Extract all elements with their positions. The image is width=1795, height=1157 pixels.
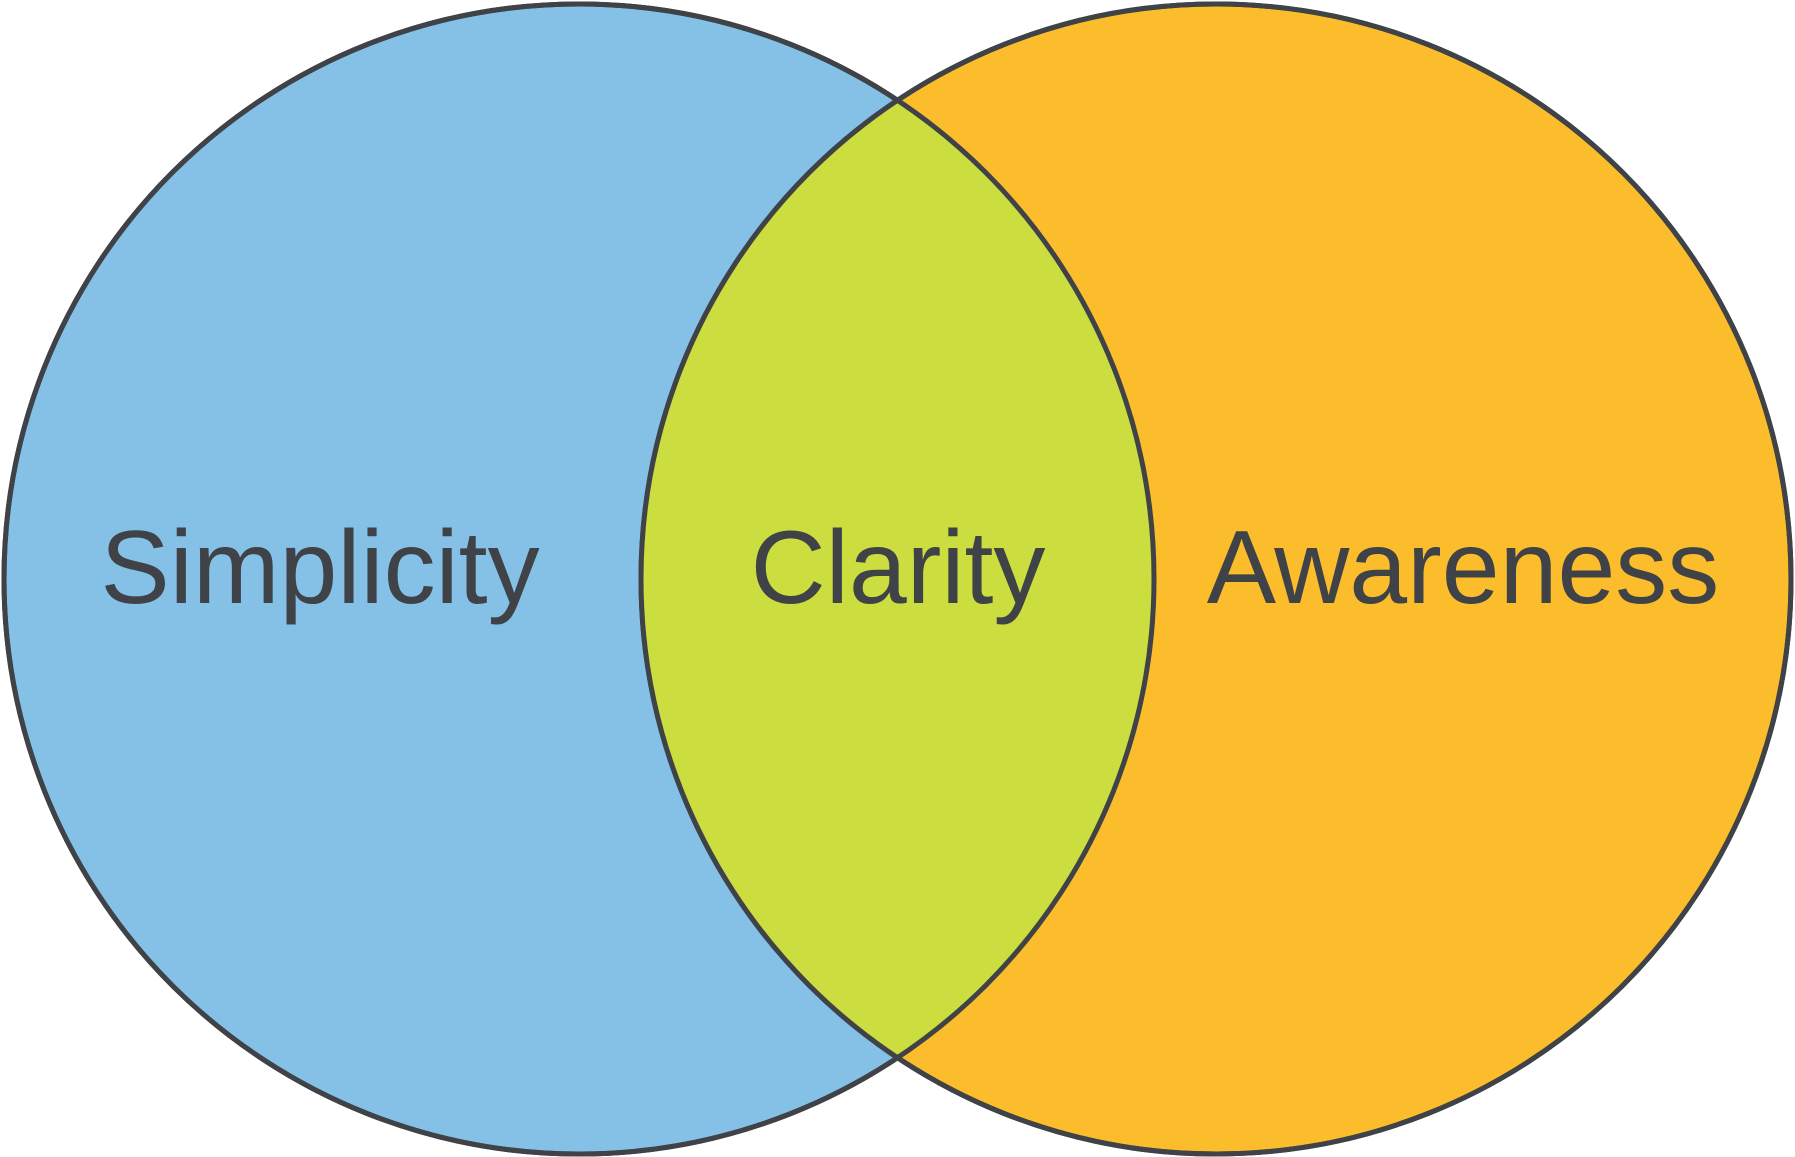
simplicity-circle-outline [1,1,1157,1157]
simplicity-label: Simplicity [100,510,539,626]
awareness-label: Awareness [1207,510,1720,626]
awareness-circle-outline [638,1,1794,1157]
clarity-label: Clarity [751,510,1046,626]
clarity-intersection [641,4,1154,1154]
